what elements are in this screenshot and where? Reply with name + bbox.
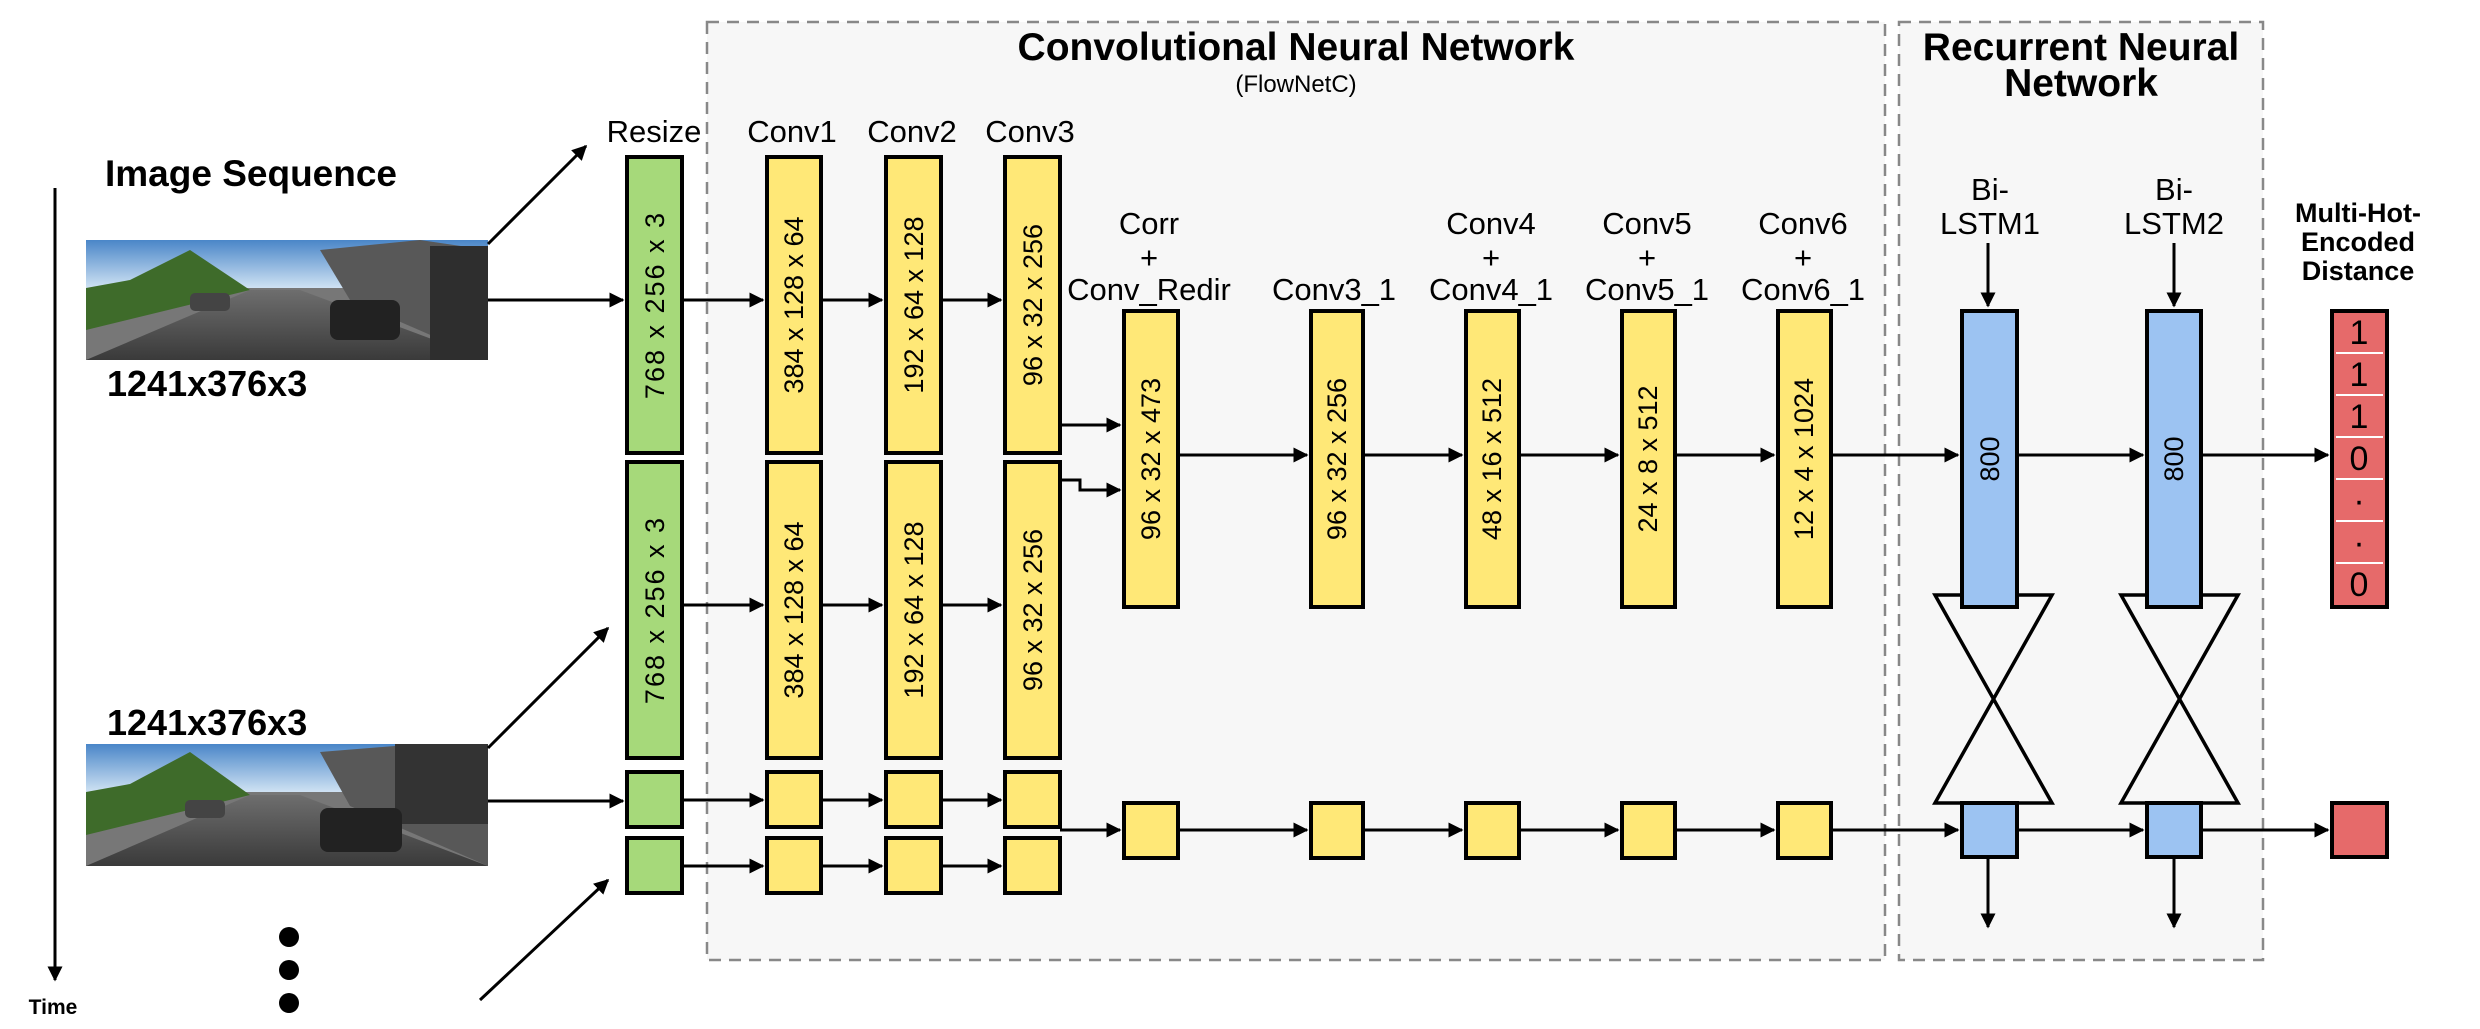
conv5-label: Conv5_1 — [1585, 272, 1709, 307]
conv4-dim: 48 x 16 x 512 — [1477, 378, 1507, 540]
conv2-label: Conv2 — [867, 114, 957, 149]
input-size-label-1: 1241x376x3 — [107, 363, 307, 404]
conv2-block — [884, 770, 943, 829]
conv3-dim: 96 x 32 x 256 — [1018, 224, 1048, 386]
conv3-dim: 96 x 32 x 256 — [1018, 529, 1048, 691]
input-image-1 — [86, 240, 488, 360]
conv3-1-block — [1309, 309, 1365, 609]
resize-block — [625, 460, 684, 760]
conv4-block — [1464, 801, 1521, 860]
output-bit: 1 — [2350, 398, 2369, 436]
corr-label: Conv_Redir — [1067, 272, 1231, 307]
conv4-label: + — [1482, 240, 1500, 275]
rnn-title-line1: Recurrent Neural — [1923, 26, 2239, 69]
resize-block — [625, 770, 684, 829]
bilstm2-block — [2145, 309, 2203, 609]
conv3-1-block — [1309, 801, 1365, 860]
output-bit: 1 — [2350, 356, 2369, 394]
conv4-block — [1464, 309, 1521, 609]
conv5-label: + — [1638, 240, 1656, 275]
conv1-block — [765, 155, 823, 455]
conv2-block — [884, 460, 943, 760]
bilstm1-block — [1960, 309, 2019, 609]
rnn-panel — [1897, 20, 2265, 962]
connection-arrows — [478, 144, 2330, 1002]
conv1-block — [765, 460, 823, 760]
conv4-label: Conv4_1 — [1429, 272, 1553, 307]
resize-block — [625, 836, 684, 895]
ellipsis-dot — [279, 960, 299, 980]
corr-dim: 96 x 32 x 473 — [1136, 378, 1166, 540]
conv1-dim: 384 x 128 x 64 — [779, 216, 809, 393]
bilstm2-label: Bi- — [2155, 172, 2193, 207]
time-label: Time — [29, 996, 78, 1019]
bilstm1-label: Bi- — [1971, 172, 2009, 207]
conv1-block — [765, 836, 823, 895]
lstm1-dim: 800 — [1975, 436, 2005, 481]
output-bit: 1 — [2350, 314, 2369, 352]
conv3-label: Conv3 — [985, 114, 1075, 149]
output-label: Encoded — [2301, 227, 2415, 257]
conv4-label: Conv4 — [1446, 206, 1536, 241]
output-bit: 0 — [2350, 440, 2369, 478]
conv1-dim: 384 x 128 x 64 — [779, 521, 809, 698]
conv5-dim: 24 x 8 x 512 — [1633, 385, 1663, 532]
output-bit: 0 — [2350, 566, 2369, 604]
image-sequence-title: Image Sequence — [105, 153, 397, 194]
corr-label: + — [1140, 240, 1158, 275]
bilstm1-block — [1960, 801, 2019, 859]
input-image-2 — [86, 744, 488, 866]
resize-dim: 768 x 256 x 3 — [640, 516, 670, 704]
conv6-label: + — [1794, 240, 1812, 275]
cnn-subtitle: (FlowNetC) — [1235, 71, 1356, 98]
conv2-dim: 192 x 64 x 128 — [899, 521, 929, 698]
conv6-label: Conv6 — [1758, 206, 1848, 241]
resize-label: Resize — [607, 114, 702, 149]
corr-block — [1122, 309, 1180, 609]
lstm2-dim: 800 — [2159, 436, 2189, 481]
output-bit: · — [2353, 482, 2364, 520]
conv6-dim: 12 x 4 x 1024 — [1789, 378, 1819, 540]
conv5-label: Conv5 — [1602, 206, 1692, 241]
conv3-block — [1003, 770, 1062, 829]
ellipsis-dot — [279, 927, 299, 947]
ellipsis-dot — [279, 993, 299, 1013]
conv5-block — [1620, 309, 1677, 609]
resize-block — [625, 155, 684, 455]
conv5-block — [1620, 801, 1677, 860]
conv3-block — [1003, 836, 1062, 895]
corr-block — [1122, 801, 1180, 860]
output-values: 1 1 1 0 · · 0 — [2350, 314, 2369, 604]
conv6-block — [1776, 309, 1833, 609]
corr-label: Corr — [1119, 206, 1179, 241]
conv2-block — [884, 836, 943, 895]
cnn-panel — [705, 20, 1887, 962]
output-block — [2330, 801, 2389, 859]
bilstm2-label: LSTM2 — [2124, 206, 2224, 241]
conv1-label: Conv1 — [747, 114, 837, 149]
conv3-block — [1003, 460, 1062, 760]
conv3-1-dim: 96 x 32 x 256 — [1322, 378, 1352, 540]
output-label: Distance — [2302, 256, 2415, 286]
conv2-block — [884, 155, 943, 455]
output-vector-block — [2330, 309, 2389, 609]
conv2-dim: 192 x 64 x 128 — [899, 216, 929, 393]
conv3-block — [1003, 155, 1062, 455]
conv6-label: Conv6_1 — [1741, 272, 1865, 307]
input-size-label-2: 1241x376x3 — [107, 702, 307, 743]
resize-dim: 768 x 256 x 3 — [640, 211, 670, 399]
bilstm2-block — [2145, 801, 2203, 859]
conv6-block — [1776, 801, 1833, 860]
bilstm1-label: LSTM1 — [1940, 206, 2040, 241]
rnn-title-line2: Network — [2004, 62, 2158, 105]
cnn-title: Convolutional Neural Network — [1018, 26, 1575, 69]
output-bit: · — [2353, 524, 2364, 562]
conv1-block — [765, 770, 823, 829]
conv3-1-label: Conv3_1 — [1272, 272, 1396, 307]
output-label: Multi-Hot- — [2295, 198, 2421, 228]
